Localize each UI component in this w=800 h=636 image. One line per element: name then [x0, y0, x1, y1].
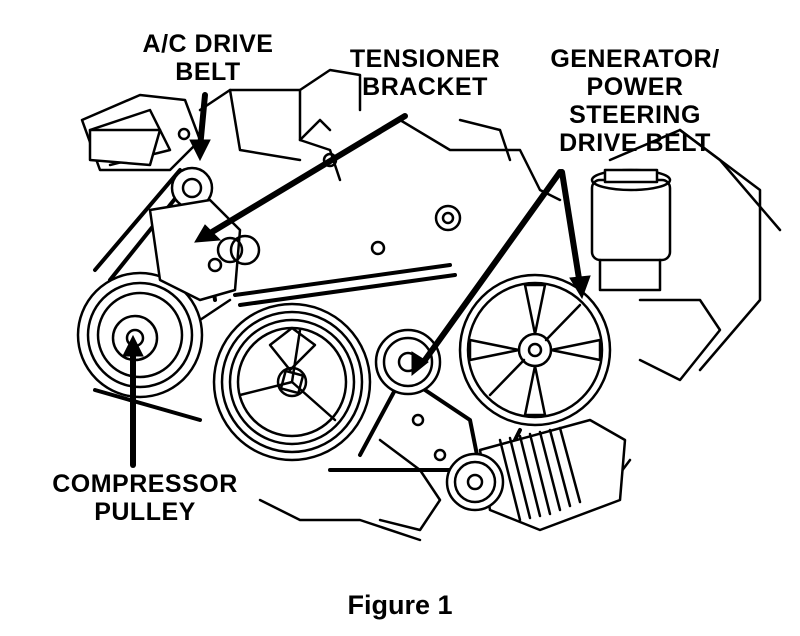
- tensioner-bracket-plate: [148, 198, 261, 302]
- generator-belt-leader-1: [422, 169, 563, 363]
- generator-belt-arrowhead-2: [569, 275, 591, 300]
- generator-belt-leader-2: [559, 169, 583, 288]
- label-generator-belt-line2: POWER: [586, 73, 684, 101]
- label-tensioner-bracket-line2: BRACKET: [362, 73, 488, 101]
- generator-belt-arrowhead-1: [411, 351, 429, 377]
- tensioner-bracket-arrowhead: [194, 224, 222, 243]
- label-generator-belt-line3: STEERING: [569, 101, 701, 129]
- label-compressor-pulley-line2: PULLEY: [94, 498, 196, 526]
- generator-graphic: [445, 418, 627, 532]
- compressor-pulley-arrowhead: [122, 334, 144, 357]
- ac-compressor-body: [88, 128, 162, 167]
- tensioner-bracket-leader: [209, 113, 408, 235]
- label-tensioner-bracket: TENSIONER BRACKET: [335, 45, 515, 101]
- power-steering-pulley-graphic: [458, 273, 612, 427]
- label-generator-belt-line4: DRIVE BELT: [559, 129, 711, 157]
- figure-caption: Figure 1: [347, 590, 453, 620]
- label-generator-belt: GENERATOR/ POWER STEERING DRIVE BELT: [535, 45, 735, 157]
- label-ac-drive-belt: A/C DRIVE BELT: [128, 30, 288, 86]
- ac-belt-arrowhead: [189, 139, 211, 162]
- ac-belt-leader: [197, 92, 208, 151]
- label-ac-drive-belt-line1: A/C DRIVE: [142, 30, 274, 58]
- label-compressor-pulley: COMPRESSOR PULLEY: [40, 470, 250, 526]
- tensioner-pulley-graphic: [374, 328, 442, 396]
- compressor-pulley-graphic: [76, 271, 204, 399]
- label-generator-belt-line1: GENERATOR/: [550, 45, 720, 73]
- crankshaft-pulley-graphic: [212, 302, 372, 462]
- label-ac-drive-belt-line2: BELT: [175, 58, 241, 86]
- power-steering-reservoir: [590, 168, 672, 292]
- label-compressor-pulley-line1: COMPRESSOR: [52, 470, 238, 498]
- label-tensioner-bracket-line1: TENSIONER: [349, 45, 501, 73]
